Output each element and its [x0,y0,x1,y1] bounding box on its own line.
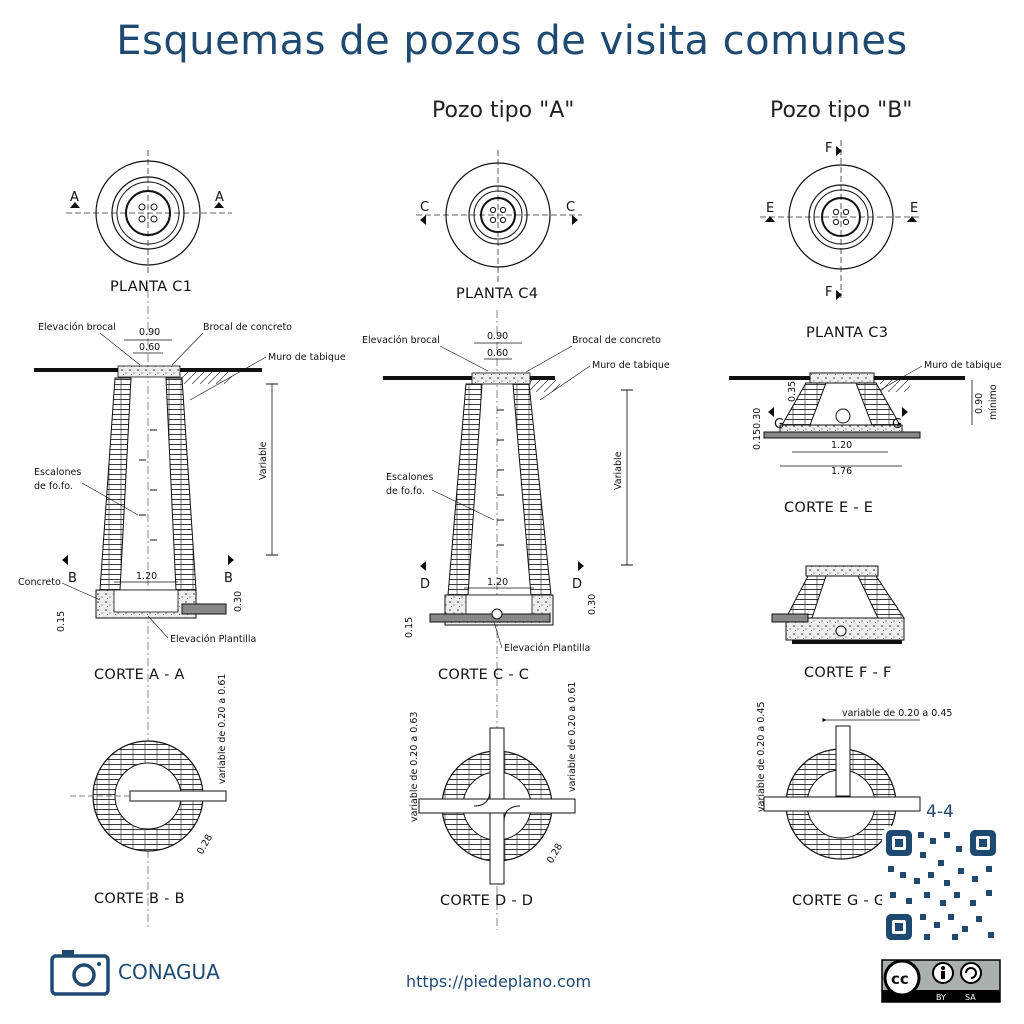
section-letter-a-right: A [215,190,224,205]
caption-corte-bb: CORTE B - B [94,891,185,907]
section-dd: variable de 0.20 a 0.63 variable de 0.20… [409,682,578,909]
section-cc: 0.90 0.60 1.20 Variable 0.30 0.15 D D El… [362,310,670,930]
label-muro-tabique-c: Muro de tabique [592,360,670,371]
label-var-020-061-d: variable de 0.20 a 0.61 [567,682,578,792]
label-brocal-concreto-c: Brocal de concreto [572,335,661,346]
dim-090-e: 0.90 [974,393,985,414]
label-var-020-061-b: variable de 0.20 a 0.61 [217,674,228,784]
label-escalones-c-1: Escalones [386,472,433,483]
pozo-b-heading: Pozo tipo "B" [770,98,913,123]
section-letter-c-right: C [566,200,575,215]
caption-planta-c4: PLANTA C4 [456,286,538,302]
dim-060-c: 0.60 [487,348,508,359]
dim-015-a: 0.15 [56,611,67,632]
caption-planta-c3: PLANTA C3 [806,325,888,341]
section-letter-e-right: E [910,201,918,216]
section-letter-g-right: G [892,417,902,432]
page-number: 4-4 [926,802,954,822]
plan-c1: A A PLANTA C1 [66,150,232,295]
dim-120-e: 1.20 [831,440,852,451]
section-bb: variable de 0.20 a 0.61 0.28 CORTE B - B [70,674,228,907]
dim-176-e: 1.76 [831,466,852,477]
dim-028-b: 0.28 [195,833,215,857]
section-letter-d-left: D [420,577,430,592]
dim-090-a: 0.90 [139,327,160,338]
caption-corte-aa: CORTE A - A [94,667,185,683]
label-escalones-c-2: de fo.fo. [386,486,425,497]
dim-030-c: 0.30 [587,594,598,615]
dim-090-c: 0.90 [487,331,508,342]
caption-corte-cc: CORTE C - C [438,667,529,683]
label-brocal-concreto-a: Brocal de concreto [203,322,292,333]
website-link[interactable]: https://piedeplano.com [406,972,592,991]
dim-120-a: 1.20 [136,571,157,582]
label-concreto: Concreto [18,577,61,588]
cc-license-badge: cc BY SA [881,959,1001,1003]
section-gg: variable de 0.20 a 0.45 variable de 0.20… [756,702,952,909]
label-escalones-a-2: de fo.fo. [34,481,73,492]
qr-code[interactable] [882,826,1000,944]
section-letter-e-left: E [766,201,774,216]
caption-planta-c1: PLANTA C1 [110,279,192,295]
section-ee: 1.20 1.76 0.35 0.150.30 0.90 mínimo G G … [729,360,1002,516]
dim-028-d: 0.28 [545,842,565,866]
section-letter-f-bottom: F [825,285,832,300]
caption-corte-gg: CORTE G - G [792,893,885,909]
dim-015-030-e: 0.150.30 [752,408,763,450]
plan-c4: C C PLANTA C4 [416,150,582,302]
caption-corte-ee: CORTE E - E [784,500,873,516]
label-muro-tabique-a: Muro de tabique [268,352,346,363]
label-variable-c: Variable [613,451,624,490]
label-elevacion-plantilla-a: Elevación Plantilla [170,634,256,645]
caption-corte-dd: CORTE D - D [440,893,533,909]
page-title: Esquemas de pozos de visita comunes [116,18,908,64]
dim-030-a: 0.30 [233,591,244,612]
license-by: BY [936,993,946,1002]
section-letter-b-right: B [224,571,233,586]
label-escalones-a-1: Escalones [34,467,81,478]
label-var-020-063-d: variable de 0.20 a 0.63 [409,712,420,822]
dim-060-a: 0.60 [139,342,160,353]
dim-120-c: 1.20 [487,577,508,588]
pozo-a-heading: Pozo tipo "A" [432,98,575,123]
label-var-020-045-g-top: variable de 0.20 a 0.45 [842,708,952,719]
label-elevacion-brocal-c: Elevación brocal [362,335,440,346]
section-letter-a-left: A [70,190,79,205]
dim-035-e: 0.35 [787,381,798,402]
plan-c3: E E F F PLANTA C3 [760,140,922,341]
section-letter-d-right: D [572,577,582,592]
caption-corte-ff: CORTE F - F [804,665,892,681]
label-elevacion-brocal-a: Elevación brocal [38,322,116,333]
label-elevacion-plantilla-c: Elevación Plantilla [504,643,590,654]
label-variable-a: Variable [258,441,269,480]
camera-icon [50,950,110,996]
section-letter-b-left: B [68,571,77,586]
cc-text: cc [891,970,909,988]
label-muro-tabique-e: Muro de tabique [924,360,1002,371]
license-sa: SA [965,993,976,1002]
section-letter-c-left: C [420,200,429,215]
label-minimo: mínimo [988,384,999,420]
label-var-020-045-g-left: variable de 0.20 a 0.45 [756,702,767,812]
section-letter-f-top: F [825,141,832,156]
dim-015-c: 0.15 [404,617,415,638]
section-ff: CORTE F - F [771,565,905,681]
brand-name: CONAGUA [118,960,220,984]
section-letter-g-left: G [774,417,784,432]
